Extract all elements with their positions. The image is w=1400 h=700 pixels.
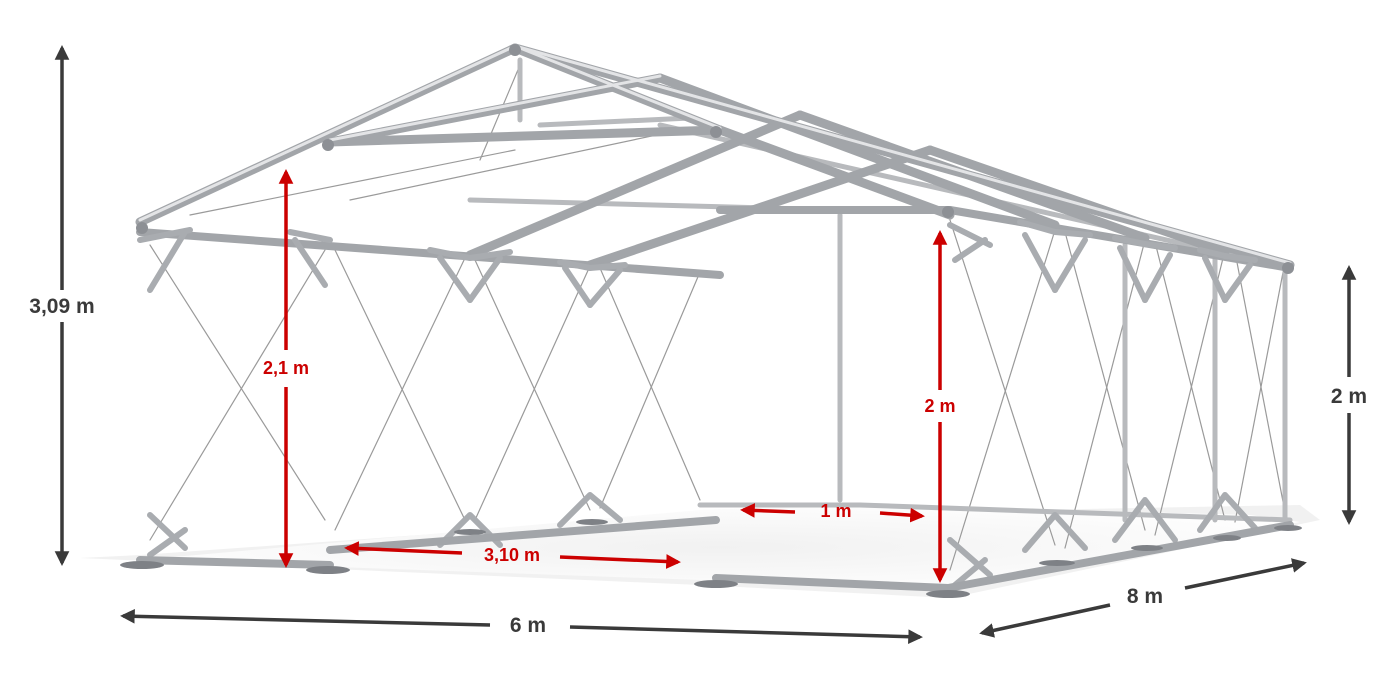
gable-height-label: 2,1 m bbox=[263, 358, 309, 378]
posts bbox=[136, 126, 1294, 596]
length-arrow-right bbox=[1184, 558, 1307, 590]
gable-width-arrow-right bbox=[559, 554, 681, 569]
side-width-label: 1 m bbox=[820, 501, 851, 521]
dimension-arrows bbox=[54, 45, 1357, 645]
side-height-label: 2 m bbox=[1331, 385, 1367, 408]
width-arrow-right bbox=[569, 625, 923, 645]
foot-plates bbox=[120, 519, 1302, 598]
tent-frame-icon bbox=[120, 43, 1302, 598]
total-height-label: 3,09 m bbox=[29, 295, 94, 318]
length-label: 8 m bbox=[1127, 585, 1163, 608]
gable-width-arrow-left bbox=[344, 541, 463, 556]
side-width-arrow-left bbox=[740, 503, 796, 518]
width-arrow-left bbox=[120, 608, 491, 627]
gable-width-label: 3,10 m bbox=[484, 545, 540, 565]
side-width-arrow-right bbox=[879, 507, 925, 523]
roof-rafters bbox=[135, 43, 1295, 270]
length-arrow-left bbox=[979, 603, 1111, 638]
entrance-arrows bbox=[278, 169, 948, 583]
joints bbox=[136, 44, 1294, 274]
wire-bracing bbox=[149, 64, 1286, 571]
side-height-red-label: 2 m bbox=[924, 396, 955, 416]
width-label: 6 m bbox=[510, 614, 546, 637]
